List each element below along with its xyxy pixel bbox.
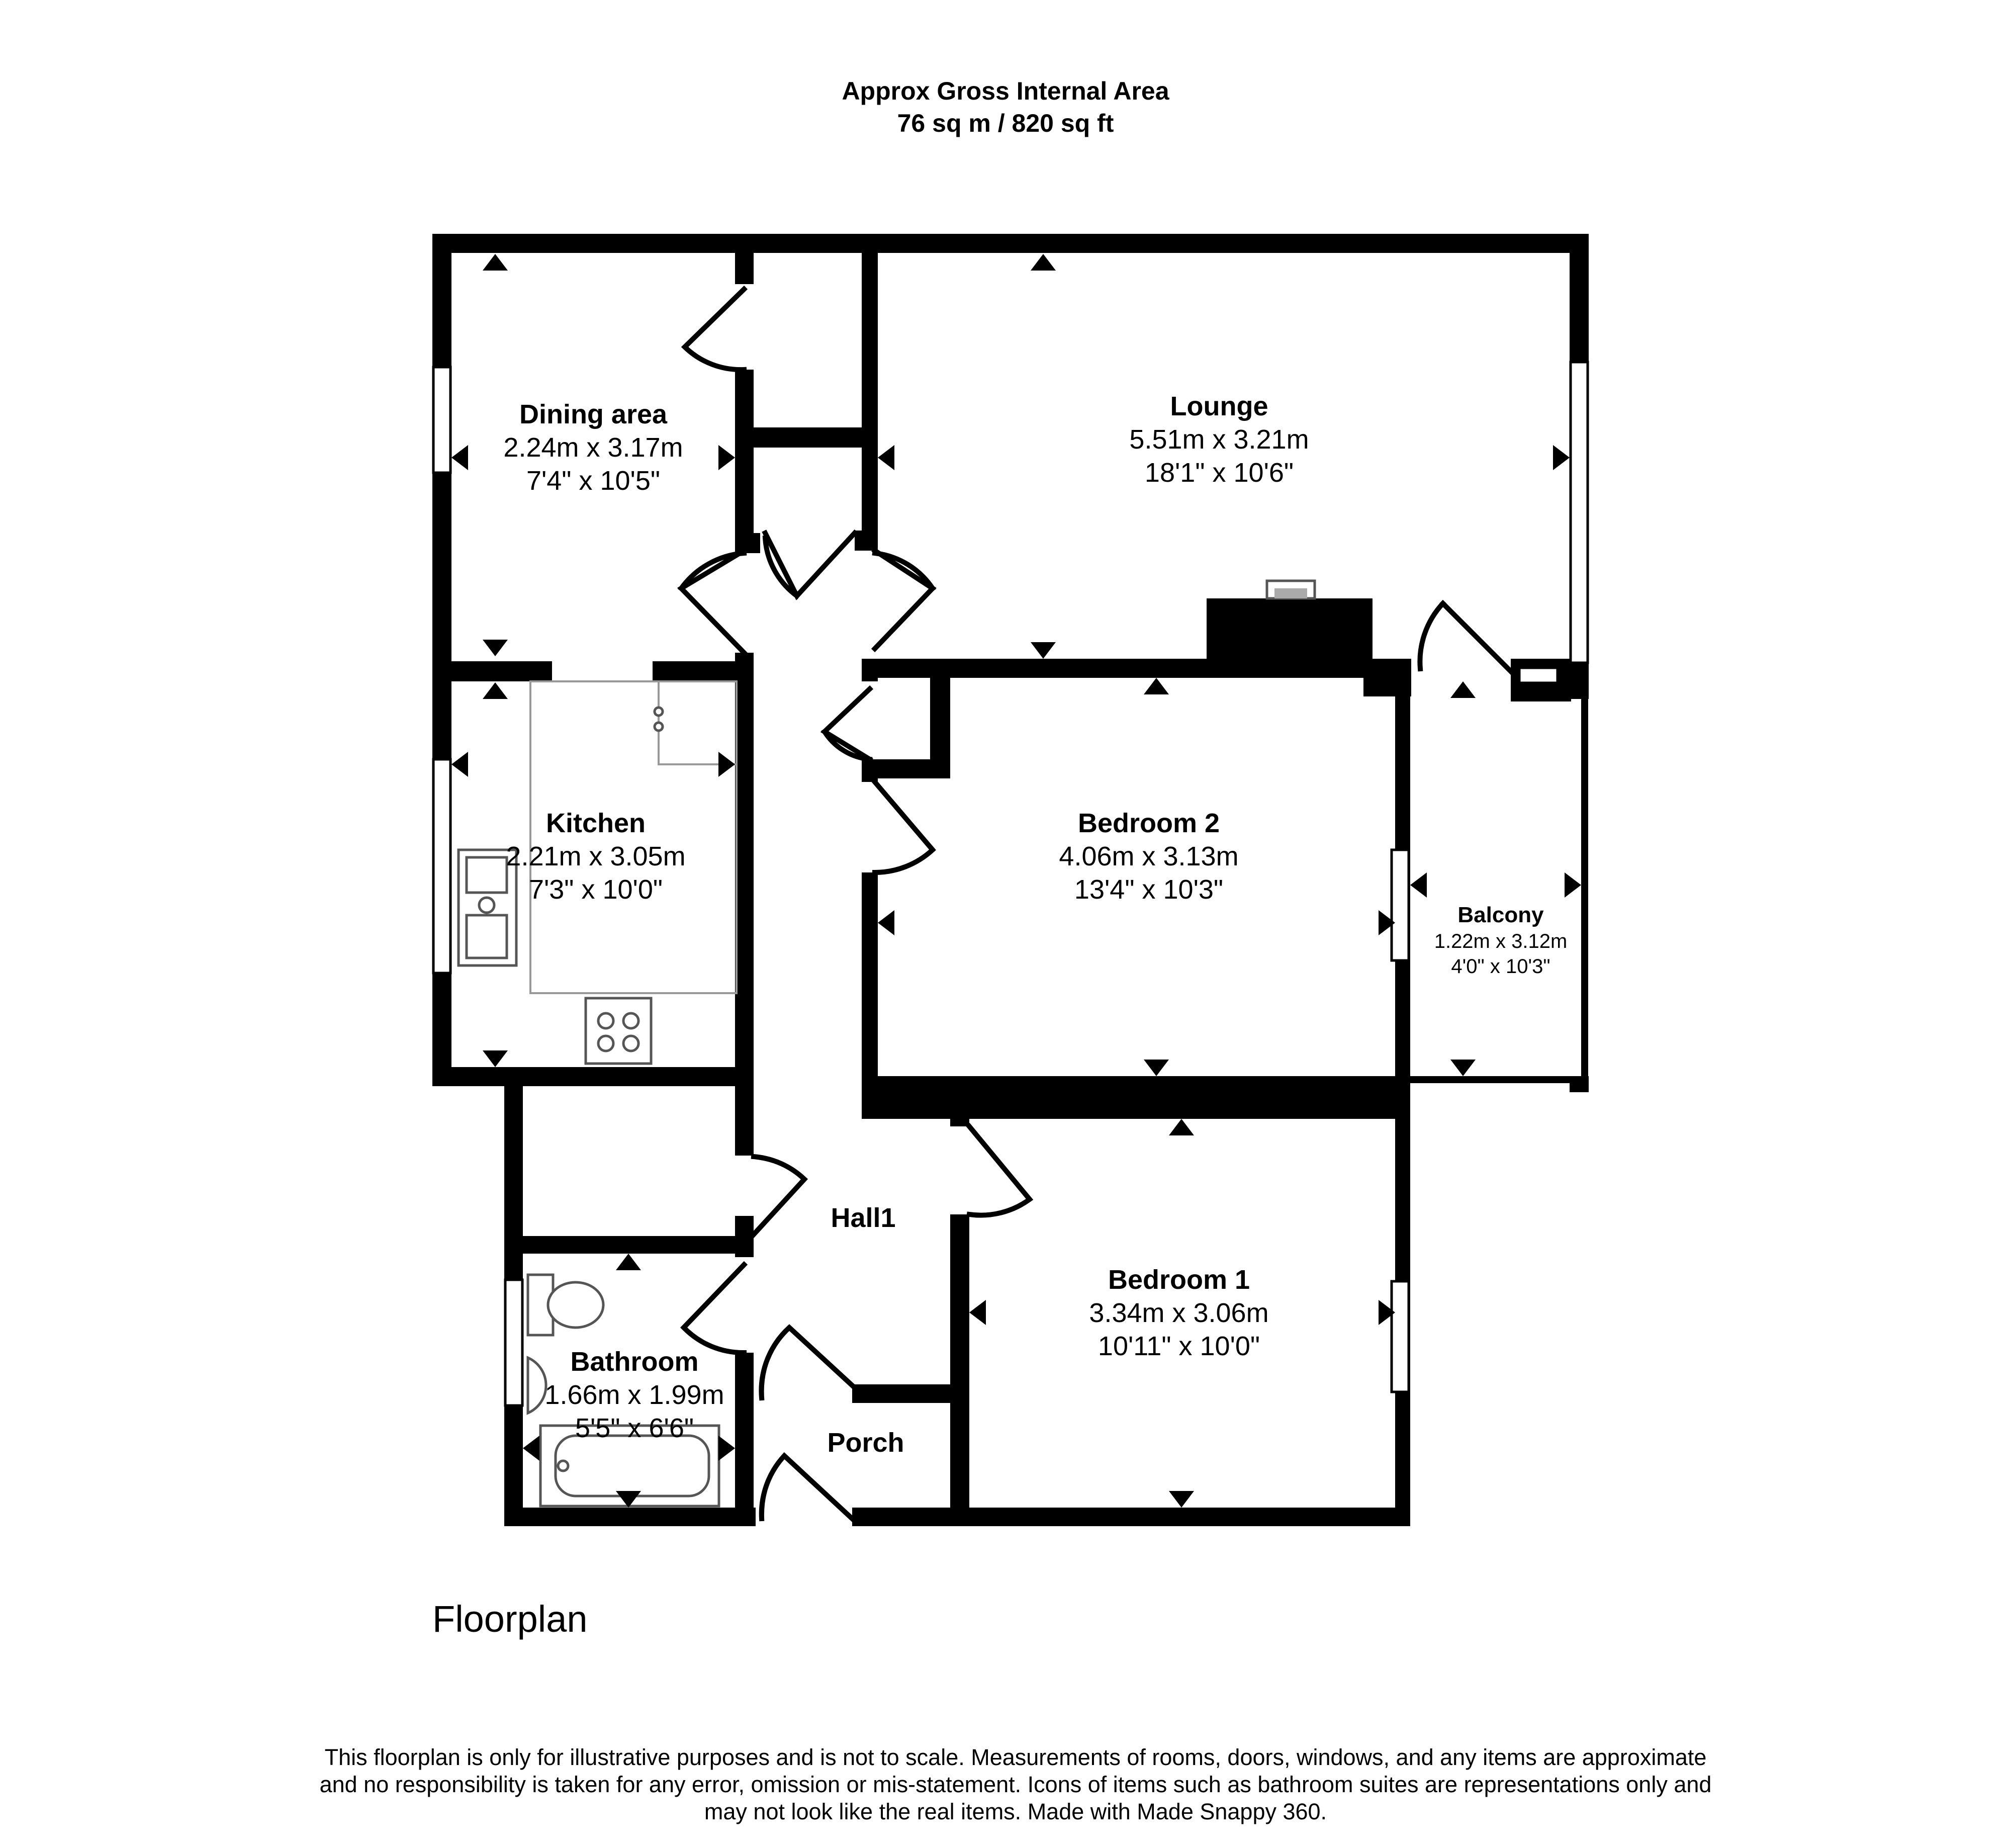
dimension-arrows	[451, 254, 1581, 1508]
switch-icon	[653, 721, 664, 732]
room-name: Bedroom 1	[1108, 1265, 1250, 1295]
room-size-metric: 1.22m x 3.12m	[1434, 930, 1568, 952]
room-size-imperial: 13'4" x 10'3"	[1074, 874, 1223, 905]
room-name: Dining area	[519, 399, 668, 429]
room-bedroom-2: Bedroom 2 4.06m x 3.13m 13'4" x 10'3"	[1059, 808, 1238, 905]
plan-label: Floorplan	[432, 1598, 588, 1640]
room-bedroom-1: Bedroom 1 3.34m x 3.06m 10'11" x 10'0"	[1089, 1265, 1268, 1361]
disclaimer-line: may not look like the real items. Made w…	[704, 1799, 1327, 1824]
room-lounge: Lounge 5.51m x 3.21m 18'1" x 10'6"	[1129, 391, 1309, 488]
hob-icon	[584, 997, 653, 1065]
room-name: Porch	[827, 1428, 904, 1458]
sink-icon	[457, 848, 518, 967]
room-size-metric: 3.34m x 3.06m	[1089, 1298, 1268, 1328]
switch-icon	[653, 706, 664, 717]
room-size-imperial: 7'4" x 10'5"	[526, 466, 660, 496]
room-size-imperial: 4'0" x 10'3"	[1451, 955, 1550, 978]
room-hall: Hall1	[831, 1203, 895, 1233]
doors	[677, 285, 1515, 1523]
room-kitchen: Kitchen 2.21m x 3.05m 7'3" x 10'0"	[506, 808, 685, 905]
room-size-metric: 2.21m x 3.05m	[506, 841, 685, 871]
room-size-metric: 5.51m x 3.21m	[1129, 424, 1309, 455]
room-size-metric: 4.06m x 3.13m	[1059, 841, 1238, 871]
room-size-imperial: 7'3" x 10'0"	[529, 874, 663, 905]
gross-area-value: 76 sq m / 820 sq ft	[897, 109, 1114, 137]
room-name: Bedroom 2	[1078, 808, 1220, 838]
room-bathroom: Bathroom 1.66m x 1.99m 5'5" x 6'6"	[544, 1347, 724, 1443]
room-name: Kitchen	[546, 808, 646, 838]
disclaimer-line: This floorplan is only for illustrative …	[325, 1744, 1707, 1770]
room-size-imperial: 5'5" x 6'6"	[575, 1413, 694, 1443]
fireplace-icon	[1265, 579, 1316, 600]
room-name: Lounge	[1170, 391, 1268, 421]
room-balcony: Balcony 1.22m x 3.12m 4'0" x 10'3"	[1434, 903, 1568, 978]
toilet-icon	[526, 1273, 605, 1337]
room-size-metric: 1.66m x 1.99m	[544, 1380, 724, 1410]
room-porch: Porch	[827, 1428, 904, 1458]
room-name: Balcony	[1457, 903, 1544, 927]
disclaimer: This floorplan is only for illustrative …	[320, 1744, 1712, 1824]
room-name: Hall1	[831, 1203, 895, 1233]
windows	[432, 361, 1589, 1407]
room-name: Bathroom	[571, 1347, 699, 1377]
room-size-imperial: 18'1" x 10'6"	[1145, 458, 1294, 488]
disclaimer-line: and no responsibility is taken for any e…	[320, 1772, 1712, 1797]
room-dining-area: Dining area 2.24m x 3.17m 7'4" x 10'5"	[503, 399, 683, 496]
basin-icon	[526, 1356, 547, 1415]
room-size-metric: 2.24m x 3.17m	[503, 432, 683, 463]
gross-area-heading: Approx Gross Internal Area	[842, 77, 1169, 105]
room-size-imperial: 10'11" x 10'0"	[1098, 1331, 1260, 1361]
